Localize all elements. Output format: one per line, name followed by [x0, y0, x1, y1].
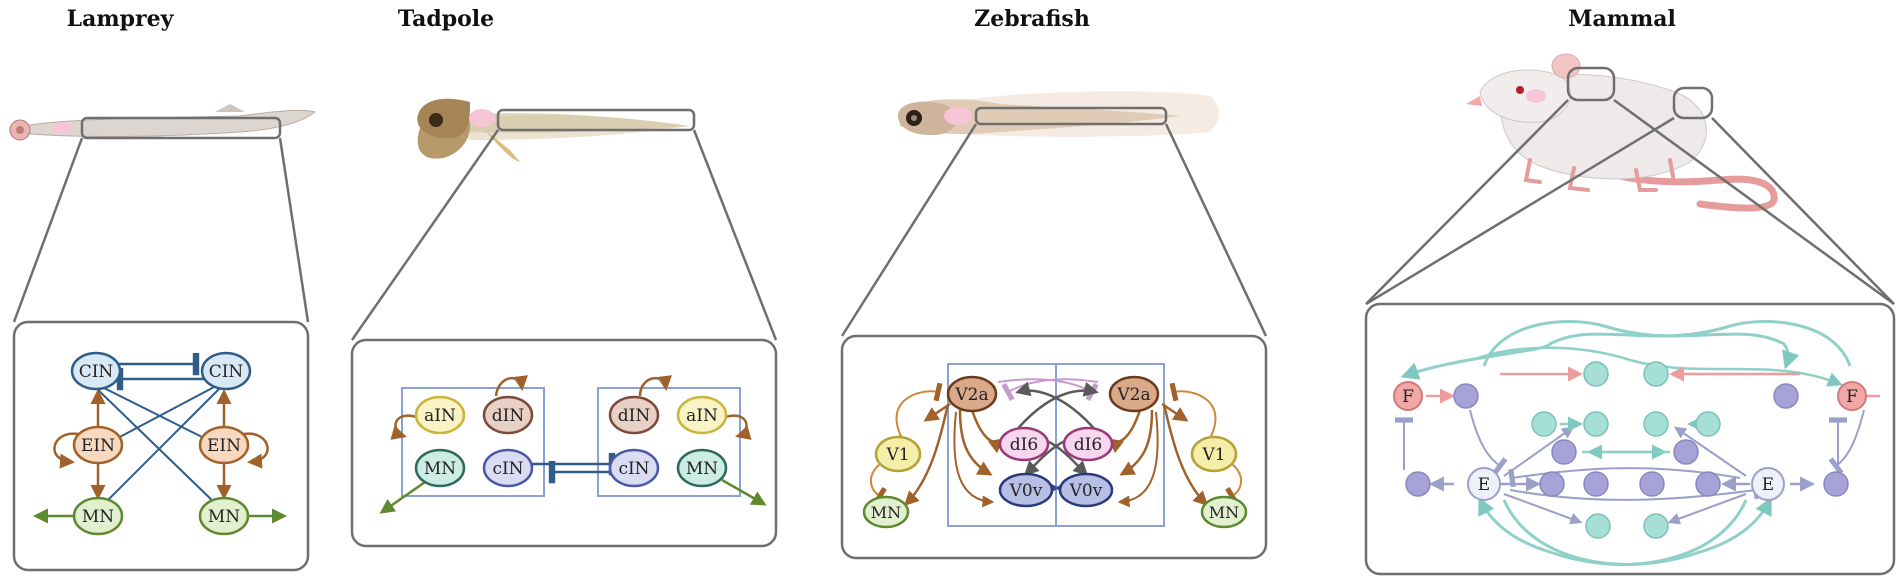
tadpole-circuit-panel [350, 338, 778, 548]
lamprey-zoom-box [80, 116, 282, 140]
tadpole-zoom-line-left [350, 129, 500, 341]
tadpole-illustration [417, 98, 690, 162]
mammal-nodes [1393, 361, 1867, 539]
tadpole-zoom-line-right [692, 129, 778, 341]
zebrafish-v0v-left: V0v [1009, 481, 1043, 501]
tadpole-mn-left: MN [424, 459, 456, 479]
mammal-zoom-line-4 [1711, 117, 1895, 305]
tadpole-ain-left: aIN [424, 406, 456, 426]
mammal-zoom-line-1 [1365, 99, 1569, 305]
tadpole-cin-right: cIN [618, 459, 649, 479]
mammal-zoom-box-brainstem [1566, 66, 1616, 102]
zebrafish-mn-right: MN [1209, 503, 1239, 522]
zebrafish-v1-left: V1 [885, 445, 909, 465]
zebrafish-v0v-right: V0v [1069, 481, 1103, 501]
title-lamprey: Lamprey [67, 6, 175, 32]
zebrafish-connections [870, 378, 1242, 508]
zebrafish-illustration [897, 91, 1219, 137]
lamprey-mn-right: MN [208, 507, 240, 527]
zebrafish-zoom-line-right [1164, 123, 1268, 337]
mammal-f-right: F [1846, 387, 1858, 407]
zebrafish-zoom-line-left [840, 123, 978, 337]
tadpole-zoom-box [496, 108, 696, 132]
mammal-connections [1395, 320, 1880, 566]
zebrafish-di6-right: dI6 [1074, 435, 1102, 455]
lamprey-zoom-line-right [278, 137, 310, 323]
mammal-circuit-panel [1364, 302, 1896, 576]
tadpole-ain-right: aIN [686, 406, 718, 426]
mammal-zoom-box-cord [1672, 86, 1714, 120]
mammal-e-right: E [1762, 475, 1774, 495]
zebrafish-v1-right: V1 [1201, 445, 1225, 465]
zebrafish-nodes [862, 375, 1248, 529]
tadpole-din-right: dIN [618, 406, 651, 426]
tadpole-left-hemicord-box [401, 387, 545, 497]
tadpole-connections [379, 375, 767, 514]
mouse-illustration [1466, 53, 1778, 212]
mammal-zoom-line-2 [1613, 98, 1895, 306]
zebrafish-zoom-box [974, 106, 1168, 126]
lamprey-nodes [70, 351, 252, 536]
tadpole-din-left: dIN [492, 406, 525, 426]
lamprey-cin-left: CIN [79, 362, 114, 382]
tadpole-nodes [414, 395, 728, 488]
title-mammal: Mammal [1568, 6, 1676, 32]
zebrafish-di6-left: dI6 [1010, 435, 1038, 455]
tadpole-cin-left: cIN [492, 459, 523, 479]
mammal-zoom-line-3 [1365, 116, 1675, 306]
mammal-e-left: E [1478, 475, 1490, 495]
zebrafish-v2a-left: V2a [954, 385, 988, 405]
lamprey-ein-right: EIN [207, 436, 241, 456]
title-zebrafish: Zebrafish [974, 6, 1090, 32]
lamprey-zoom-line-left [12, 137, 84, 323]
lamprey-illustration [9, 104, 317, 141]
zebrafish-mn-left: MN [871, 503, 901, 522]
tadpole-mn-right: MN [686, 459, 718, 479]
lamprey-connections [33, 352, 287, 524]
title-tadpole: Tadpole [398, 6, 494, 32]
mammal-f-left: F [1402, 387, 1414, 407]
zebrafish-v2a-right: V2a [1116, 385, 1150, 405]
lamprey-ein-left: EIN [81, 436, 115, 456]
lamprey-cin-right: CIN [209, 362, 244, 382]
lamprey-mn-left: MN [82, 507, 114, 527]
